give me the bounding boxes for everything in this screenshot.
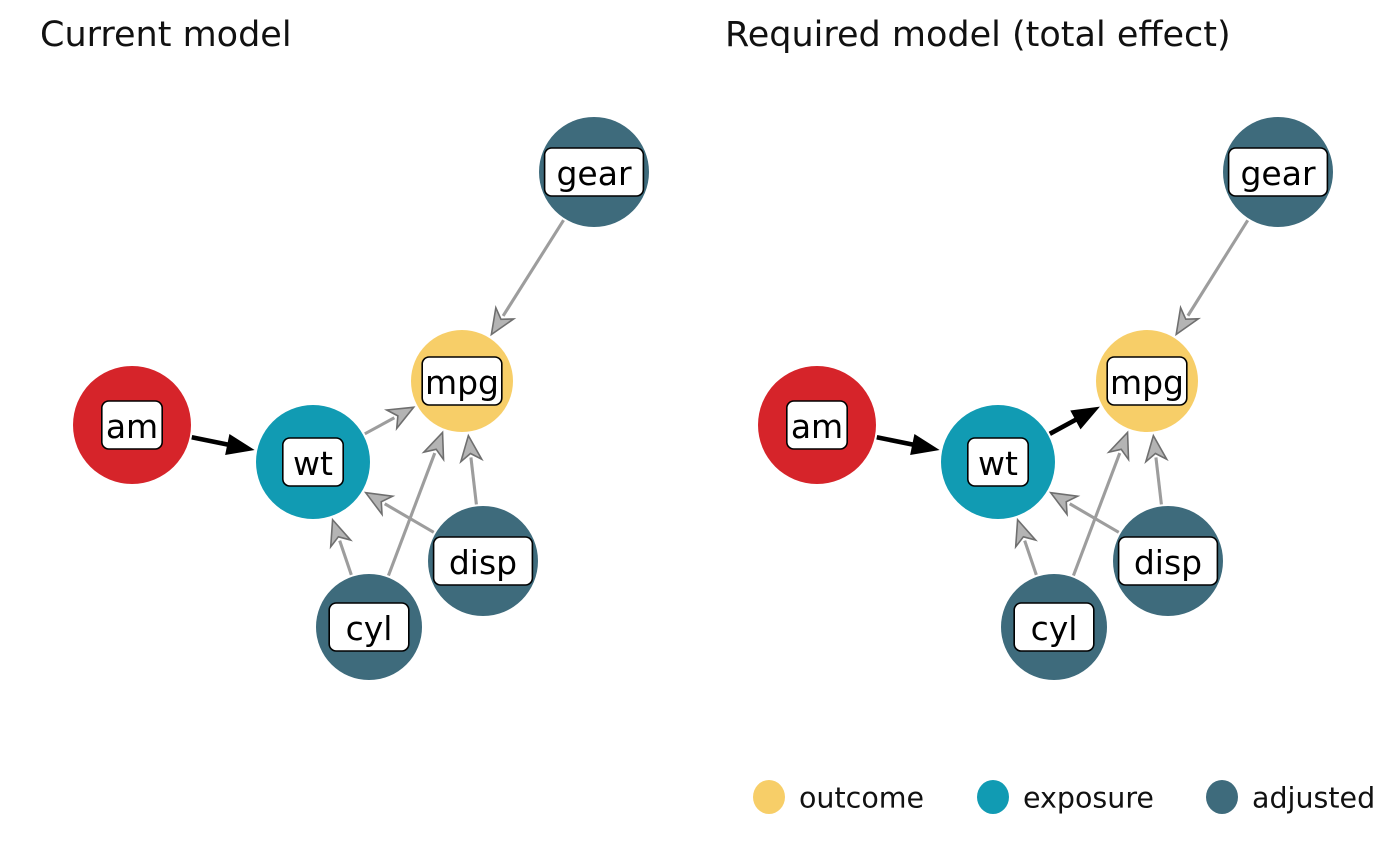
- node-left-wt-label: wt: [293, 444, 333, 483]
- node-right-mpg[interactable]: mpg: [1096, 330, 1198, 432]
- node-left-cyl[interactable]: cyl: [316, 574, 422, 680]
- node-left-disp-label-box: [432, 536, 534, 586]
- legend-item-adjusted[interactable]: adjusted: [1206, 780, 1375, 815]
- node-right-gear-label: gear: [1240, 154, 1315, 193]
- edge-right-disp-to-wt-arrowhead: [1048, 491, 1081, 517]
- node-right-cyl-label-box: [1013, 602, 1095, 652]
- node-right-am-label: am: [791, 407, 843, 446]
- edge-right-wt-to-mpg: [1048, 406, 1100, 436]
- edge-right-disp-to-wt: [1048, 491, 1120, 534]
- legend-label-outcome: outcome: [799, 782, 924, 815]
- node-left-gear-label: gear: [556, 154, 631, 193]
- edge-right-cyl-to-mpg: [1071, 430, 1130, 577]
- edge-left-disp-to-mpg-line: [469, 457, 478, 505]
- node-left-wt-label-box: [281, 437, 344, 487]
- edges-layer: [191, 219, 1250, 577]
- edge-left-wt-to-mpg-arrowhead: [383, 406, 416, 432]
- edge-left-gear-to-mpg-line: [501, 219, 565, 317]
- legend-item-exposure[interactable]: exposure: [977, 780, 1154, 815]
- node-left-mpg[interactable]: mpg: [411, 330, 513, 432]
- node-left-mpg-label: mpg: [425, 363, 499, 402]
- node-right-disp-label: disp: [1134, 543, 1202, 582]
- legend-item-outcome[interactable]: outcome: [753, 780, 924, 815]
- edge-right-wt-to-mpg-line: [1048, 415, 1081, 436]
- edge-right-am-to-wt-arrowhead: [910, 433, 940, 455]
- edge-right-am-to-wt: [876, 433, 940, 455]
- node-right-mpg-label: mpg: [1110, 363, 1184, 402]
- node-right-am-label-box: [785, 400, 848, 450]
- node-right-cyl[interactable]: cyl: [1001, 574, 1107, 680]
- panel-titles: Current model Required model (total effec…: [40, 15, 1231, 55]
- edge-right-cyl-to-mpg-arrowhead: [1106, 430, 1130, 463]
- edge-left-gear-to-mpg: [490, 219, 565, 337]
- node-right-gear-label-box: [1227, 147, 1329, 197]
- edge-left-cyl-to-mpg: [386, 430, 445, 577]
- edge-left-am-to-wt-line: [191, 434, 233, 448]
- node-left-gear-label-box: [543, 147, 645, 197]
- legend-label-exposure: exposure: [1023, 782, 1154, 815]
- node-left-am-label-box: [101, 400, 164, 450]
- edge-left-am-to-wt-arrowhead: [225, 433, 255, 455]
- panel-title-current: Current model: [40, 15, 292, 55]
- edge-left-wt-to-mpg: [364, 406, 416, 436]
- legend-label-adjusted: adjusted: [1252, 782, 1375, 815]
- edge-left-disp-to-mpg: [459, 433, 484, 505]
- edge-right-wt-to-mpg-arrowhead: [1070, 406, 1100, 430]
- edge-right-disp-to-wt-line: [1068, 502, 1120, 534]
- legend-swatch-outcome-icon: [753, 780, 785, 814]
- legend-swatch-exposure-icon: [977, 780, 1009, 814]
- edge-right-am-to-wt-line: [876, 434, 918, 448]
- edge-right-disp-to-mpg-arrowhead: [1144, 433, 1169, 465]
- node-right-mpg-label-box: [1106, 356, 1188, 406]
- node-right-wt-label: wt: [978, 444, 1018, 483]
- node-right-disp-label-box: [1117, 536, 1219, 586]
- edge-right-cyl-to-wt-arrowhead: [1014, 517, 1038, 550]
- edge-right-disp-to-mpg: [1144, 433, 1169, 505]
- node-left-disp-label: disp: [449, 543, 517, 582]
- edge-left-cyl-to-wt: [329, 517, 353, 576]
- edge-left-disp-to-mpg-arrowhead: [459, 433, 484, 465]
- node-left-gear[interactable]: gear: [539, 117, 649, 227]
- node-right-disp[interactable]: disp: [1113, 506, 1223, 616]
- nodes-layer: gear mpg am wt disp cyl gear mpg am wt disp cyl: [73, 117, 1333, 680]
- panel-title-required: Required model (total effect): [725, 15, 1231, 55]
- edge-left-gear-to-mpg-arrowhead: [490, 305, 517, 337]
- node-left-mpg-label-box: [421, 356, 503, 406]
- edge-right-cyl-to-mpg-line: [1071, 452, 1122, 577]
- edge-right-gear-to-mpg-line: [1186, 219, 1250, 317]
- node-right-wt-label-box: [966, 437, 1029, 487]
- edge-left-cyl-to-wt-line: [338, 540, 353, 576]
- edge-right-gear-to-mpg-arrowhead: [1175, 304, 1202, 337]
- node-left-am-label: am: [106, 407, 158, 446]
- edge-left-cyl-to-mpg-arrowhead: [421, 430, 445, 463]
- node-left-wt[interactable]: wt: [256, 405, 370, 519]
- edge-right-cyl-to-wt-line: [1023, 540, 1038, 576]
- edge-left-disp-to-wt-arrowhead: [363, 491, 396, 517]
- legend: outcome exposure adjusted: [753, 780, 1375, 815]
- edge-left-cyl-to-mpg-line: [386, 452, 437, 577]
- legend-swatch-adjusted-icon: [1206, 780, 1238, 814]
- edge-right-cyl-to-wt: [1014, 517, 1038, 576]
- node-right-wt[interactable]: wt: [941, 405, 1055, 519]
- node-right-cyl-label: cyl: [1031, 609, 1078, 648]
- node-left-cyl-label: cyl: [346, 609, 393, 648]
- node-left-disp[interactable]: disp: [428, 506, 538, 616]
- node-left-am[interactable]: am: [73, 366, 191, 484]
- edge-left-disp-to-wt-line: [383, 502, 435, 534]
- edge-right-gear-to-mpg: [1175, 219, 1250, 337]
- edge-left-wt-to-mpg-line: [364, 416, 396, 436]
- edge-left-am-to-wt: [191, 433, 255, 455]
- edge-right-disp-to-mpg-line: [1154, 457, 1163, 505]
- edge-left-disp-to-wt: [363, 491, 435, 534]
- node-right-gear[interactable]: gear: [1223, 117, 1333, 227]
- node-right-am[interactable]: am: [758, 366, 876, 484]
- node-left-cyl-label-box: [328, 602, 410, 652]
- edge-left-cyl-to-wt-arrowhead: [329, 517, 353, 550]
